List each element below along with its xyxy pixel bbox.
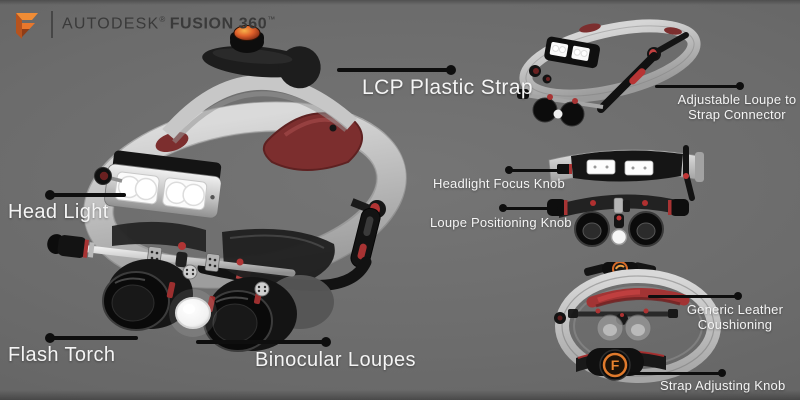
registered-mark: ® bbox=[159, 14, 166, 24]
leader-dot bbox=[499, 204, 507, 212]
view-top-right bbox=[517, 19, 701, 127]
leader-dot bbox=[446, 65, 456, 75]
logo-brand: AUTODESK bbox=[62, 15, 160, 33]
headlight-focus-knob bbox=[557, 164, 572, 174]
headlight-focus-knob bbox=[94, 167, 123, 185]
strap-connector bbox=[350, 198, 386, 268]
metal-discs bbox=[182, 264, 270, 297]
loupe-positioning-knob bbox=[47, 234, 95, 258]
leader-dot bbox=[505, 166, 513, 174]
loupes-inside bbox=[568, 308, 678, 342]
top-vignette bbox=[0, 0, 800, 5]
view-middle-right bbox=[547, 145, 704, 247]
top-strap bbox=[162, 25, 357, 144]
loupe-arm bbox=[597, 52, 658, 113]
binocular-loupes bbox=[517, 89, 604, 127]
flash-torch bbox=[610, 228, 628, 246]
top-knob bbox=[230, 25, 264, 53]
trademark-mark: ™ bbox=[267, 14, 276, 24]
leather-cushion bbox=[586, 288, 690, 308]
binocular-loupes bbox=[102, 259, 297, 352]
leader-dot bbox=[736, 82, 744, 90]
right-bar-knob bbox=[668, 199, 689, 216]
left-loupe bbox=[102, 259, 193, 331]
head-light bbox=[544, 36, 601, 69]
logo-product: FUSION 360 bbox=[169, 15, 268, 33]
main-render bbox=[47, 25, 408, 352]
logo-text: AUTODESK® FUSION 360™ bbox=[62, 15, 275, 33]
binocular-loupes bbox=[574, 211, 664, 247]
strap-adjusting-knob: F bbox=[576, 348, 666, 381]
bottom-vignette bbox=[0, 390, 800, 400]
loupe-positioning-knob bbox=[547, 199, 568, 216]
loupe-bar bbox=[47, 234, 296, 277]
head-light bbox=[104, 150, 222, 219]
fusion360-logo: AUTODESK® FUSION 360™ bbox=[8, 7, 275, 41]
fusion360-logo-icon bbox=[16, 13, 38, 39]
arm-red-band bbox=[629, 68, 646, 85]
right-loupe bbox=[203, 277, 297, 352]
flash-torch bbox=[169, 289, 217, 337]
logo-divider bbox=[51, 10, 53, 38]
view-bottom-right: F bbox=[554, 262, 721, 383]
fusion-f-glyph: F bbox=[611, 357, 620, 373]
